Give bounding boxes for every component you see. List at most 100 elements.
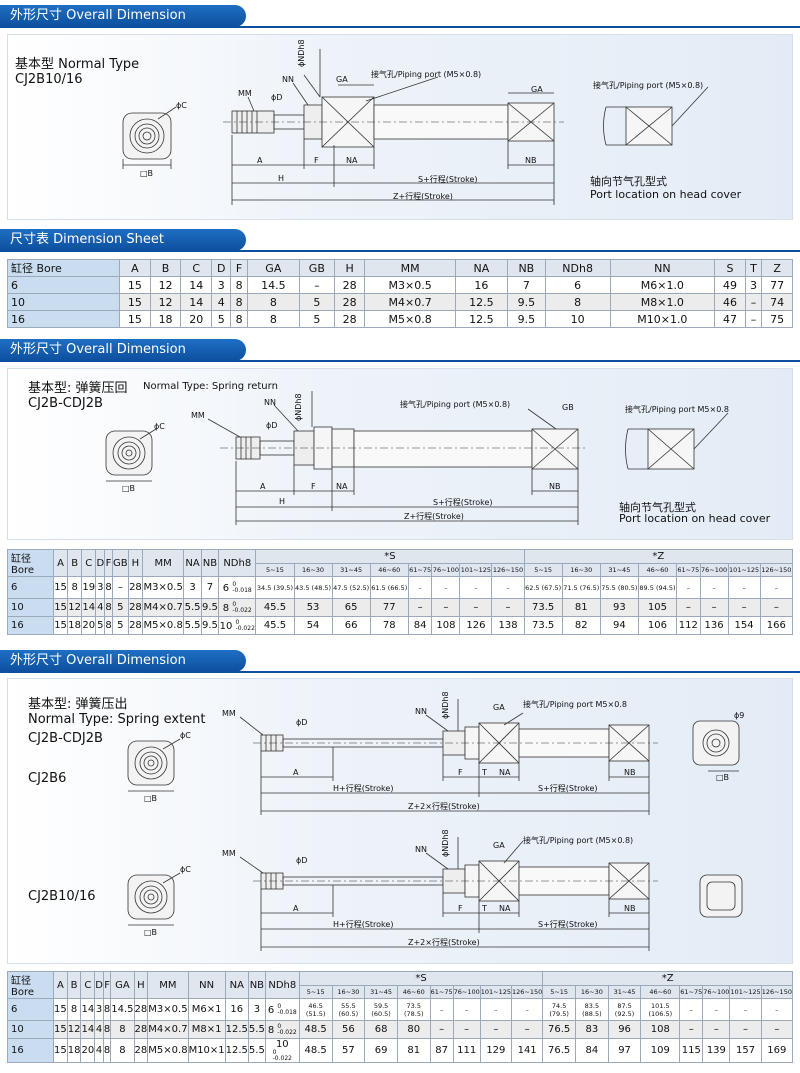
head-cover-label-en: Port location on head cover: [590, 188, 742, 201]
dim-label-B-3: □B: [716, 773, 730, 782]
table-cell: M4×0.7: [147, 1020, 189, 1039]
table-cell: –: [479, 998, 513, 1021]
dim-label-GA-2: GA: [531, 85, 543, 94]
table-cell: 73.5 (78.5): [396, 998, 431, 1021]
dim-label-NN-2: NN: [415, 845, 427, 854]
table-cell: –: [702, 1020, 731, 1039]
table-cell: 6: [544, 276, 611, 294]
table-cell: 8: [110, 1020, 135, 1039]
table-cell: 53: [293, 598, 333, 617]
table-header-cell: 31~45: [607, 984, 642, 999]
table-cell: –: [459, 576, 493, 599]
table-cell: 154: [727, 616, 761, 635]
table-cell: 3: [247, 998, 266, 1021]
dim-label-MM: MM: [238, 89, 252, 98]
dim-label-A: A: [260, 482, 266, 491]
table-cell: 9.5: [506, 293, 546, 311]
table-cell: –: [510, 998, 544, 1021]
table-cell: –: [679, 1020, 704, 1039]
table-cell: 126: [459, 616, 493, 635]
table-cell: –: [759, 576, 794, 599]
table-header-cell: 16~30: [331, 984, 366, 999]
table-header-cell: A: [52, 549, 69, 577]
table-header-cell: GA: [110, 971, 135, 999]
table-cell: –: [702, 998, 731, 1021]
section-title-2: 尺寸表 Dimension Sheet: [0, 229, 246, 251]
table-cell: 87.5 (92.5): [607, 998, 642, 1021]
drawing-spring-return: 基本型: 弹簧压回 Normal Type: Spring return CJ2…: [7, 368, 793, 540]
table-cell: 12.5: [454, 293, 508, 311]
table-cell: 15: [53, 998, 68, 1021]
table-cell: 81: [561, 598, 601, 617]
dim-label-NDh8: ϕNDh8: [294, 393, 303, 421]
table-header-cell: B: [67, 549, 83, 577]
table-header-cell: 76~100: [452, 984, 481, 999]
table-cell: 75.5 (80.5): [599, 576, 639, 599]
table-cell: 106: [637, 616, 678, 635]
table-cell: 19: [81, 576, 97, 599]
table-cell: 61.5 (66.5): [369, 576, 409, 599]
table-header-cell: 76~100: [431, 562, 461, 577]
dim-label-H: H: [279, 497, 286, 506]
drawing-spring-extend: 基本型: 弹簧压出 Normal Type: Spring extent CJ2…: [7, 678, 793, 964]
table-cell: 59.5 (60.5): [364, 998, 398, 1021]
table-cell: 15: [52, 576, 69, 599]
table-cell: 81: [396, 1038, 431, 1063]
table-cell: 20: [80, 1038, 96, 1063]
table-cell: 20: [180, 310, 213, 328]
table-cell: 4: [211, 293, 232, 311]
tolerance: 0-0.022: [277, 1022, 297, 1036]
drawing-type-label: 基本型 Normal Type: [15, 57, 140, 72]
model-label: CJ2B-CDJ2B: [28, 731, 103, 746]
dim-label-NA: NA: [336, 482, 348, 491]
table-header-cell: F: [102, 971, 112, 999]
table-cell: 89.5 (94.5): [637, 576, 678, 599]
dim-label-T-2: T: [482, 904, 487, 913]
table-header-cell: 101~125: [727, 562, 761, 577]
table-cell: 94: [599, 616, 639, 635]
table-header-cell: Z: [761, 259, 793, 277]
section-title-3: 外形尺寸 Overall Dimension: [0, 339, 246, 361]
table-cell: 73.5: [523, 616, 563, 635]
table-header-cell: 76~100: [702, 984, 731, 999]
table-header-cell: 31~45: [331, 562, 371, 577]
table-cell: 105: [637, 598, 678, 617]
table-cell: 157: [729, 1038, 762, 1063]
table-header-cell: 61~75: [679, 984, 704, 999]
table-header-cell: NN: [609, 259, 716, 277]
table-cell: –: [729, 1020, 762, 1039]
table-cell: –: [407, 598, 433, 617]
table-cell: 3: [183, 576, 202, 599]
table-cell: 8: [102, 1020, 112, 1039]
table-cell: 12: [149, 276, 182, 294]
table-cell: –: [452, 998, 481, 1021]
table-cell: 93: [599, 598, 639, 617]
table-cell: 28: [133, 1020, 149, 1039]
table-cell: 77: [761, 276, 793, 294]
table-header-cell: 76~100: [699, 562, 729, 577]
table-cell: 15: [52, 598, 69, 617]
table-cell: 76.5: [542, 1038, 577, 1063]
table-cell: –: [111, 576, 129, 599]
dim-label-F: F: [458, 768, 463, 777]
table-cell: 12.5: [224, 1020, 249, 1039]
table-cell: 6: [7, 998, 54, 1021]
section-title-4: 外形尺寸 Overall Dimension: [0, 650, 246, 672]
table-cell: 3: [95, 576, 106, 599]
nd-value: 8: [222, 602, 230, 614]
table-cell: 46: [714, 293, 746, 311]
table-cell: –: [459, 598, 493, 617]
drawing-type-label-en: Normal Type: Spring return: [143, 381, 278, 392]
table-cell: –: [744, 310, 763, 328]
table-header-cell: NDh8: [544, 259, 611, 277]
table-cell: M8×1.0: [609, 293, 716, 311]
table-header-cell: D: [211, 259, 232, 277]
table-header-cell: NDh8: [218, 549, 257, 577]
table-header-cell: 126~150: [759, 562, 794, 577]
table-cell: 6: [7, 576, 54, 599]
table-cell: 5.5: [247, 1038, 266, 1063]
dim-label-NB-2: NB: [624, 904, 636, 913]
table-cell: –: [760, 998, 794, 1021]
table-cell: 87: [429, 1038, 454, 1063]
